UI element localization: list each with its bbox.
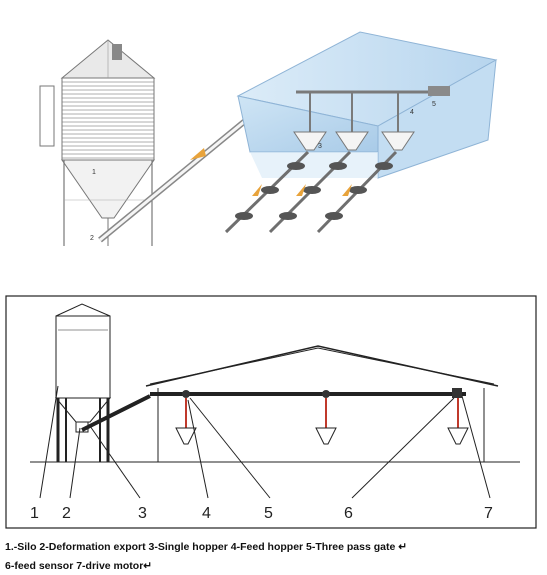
leader-2 <box>69 427 81 499</box>
bottom-label-1: 1 <box>30 505 39 522</box>
bottom-label-4: 4 <box>202 505 211 522</box>
top-label-5: 5 <box>432 101 436 108</box>
top-drop-3 <box>381 92 415 151</box>
schematic-auger <box>81 394 151 432</box>
leader-6 <box>351 397 455 499</box>
bottom-label-2: 2 <box>62 505 71 522</box>
top-label-2: 2 <box>90 235 94 242</box>
drop-2 <box>315 390 337 445</box>
drop-1 <box>175 390 197 445</box>
top-label-1: 1 <box>92 169 96 176</box>
leader-4 <box>187 399 209 499</box>
silo-ladder <box>39 85 55 147</box>
bottom-schematic: 1 2 3 4 5 6 7 <box>5 295 537 529</box>
top-illustration: 1 2 3 4 5 <box>39 31 498 246</box>
leader-3 <box>89 425 141 499</box>
floor-line-3 <box>316 150 398 234</box>
drop-3 <box>447 388 469 445</box>
top-label-4: 4 <box>410 109 414 116</box>
top-drive-motor <box>428 86 450 96</box>
silo-top-vent <box>112 44 122 60</box>
top-drop-1 <box>293 92 327 151</box>
bottom-label-5: 5 <box>264 505 273 522</box>
house-floor-edge <box>250 152 378 178</box>
bottom-label-6: 6 <box>344 505 353 522</box>
flow-arrow-auger <box>190 148 206 160</box>
flow-arrow-2 <box>296 184 306 196</box>
schematic-silo <box>54 303 112 462</box>
leader-1 <box>39 385 59 499</box>
schematic-house <box>145 345 499 462</box>
flow-arrow-1 <box>252 184 262 196</box>
house-illustration <box>236 31 498 179</box>
silo-illustration <box>39 39 156 246</box>
legend-caption-line-1: 1.-Silo 2-Deformation export 3-Single ho… <box>5 541 408 553</box>
leader-5 <box>189 397 271 499</box>
bottom-label-7: 7 <box>484 505 493 522</box>
floor-line-2 <box>268 150 352 234</box>
silo-body <box>61 77 155 161</box>
silo-cone <box>61 159 155 219</box>
auger-pipe-inner <box>99 110 257 242</box>
top-drop-2 <box>335 92 369 151</box>
bottom-label-3: 3 <box>138 505 147 522</box>
leader-7 <box>461 395 491 499</box>
top-label-3: 3 <box>318 143 322 150</box>
legend-caption-line-2: 6-feed sensor 7-drive motor↵ <box>5 560 153 572</box>
floor-line-1 <box>224 150 310 234</box>
schematic-frame <box>5 295 537 529</box>
flow-arrow-3 <box>342 184 352 196</box>
